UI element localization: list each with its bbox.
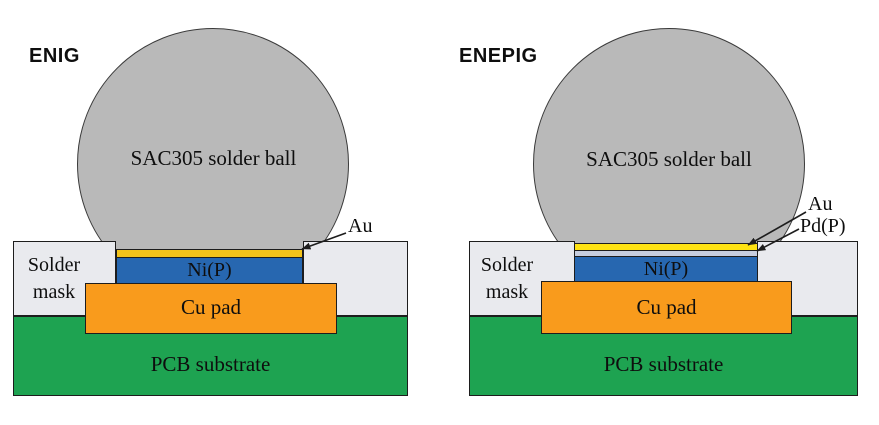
enig-solder-ball-label: SAC305 solder ball (130, 146, 297, 170)
enig-gold-callout-label: Au (348, 215, 373, 237)
enepig-title: ENEPIG (459, 45, 538, 67)
enepig-cu-pad (541, 281, 792, 334)
enepig-pcb-substrate-label: PCB substrate (603, 352, 724, 376)
enig-cu-pad (85, 283, 337, 334)
enepig-gold-callout-label: Au (808, 193, 833, 215)
enig-nickel-label: Ni(P) (187, 259, 232, 281)
enig-pcb-substrate-label: PCB substrate (150, 352, 271, 376)
enig-title: ENIG (29, 45, 80, 67)
enig-nickel-layer (116, 257, 303, 284)
enig-cu-pad-label: Cu pad (180, 295, 242, 319)
enepig-palladium-callout-label: Pd(P) (800, 215, 846, 237)
enepig-gold-layer (574, 242, 758, 251)
enig-solder-mask-label: Solder mask (27, 254, 81, 303)
enepig-solder-mask-label: Solder mask (480, 254, 534, 303)
enig-gold-layer (116, 249, 303, 258)
enepig-solder-ball-label: SAC305 solder ball (586, 147, 752, 171)
enepig-cu-pad-label: Cu pad (636, 295, 697, 319)
enepig-nickel-label: Ni(P) (643, 258, 689, 280)
